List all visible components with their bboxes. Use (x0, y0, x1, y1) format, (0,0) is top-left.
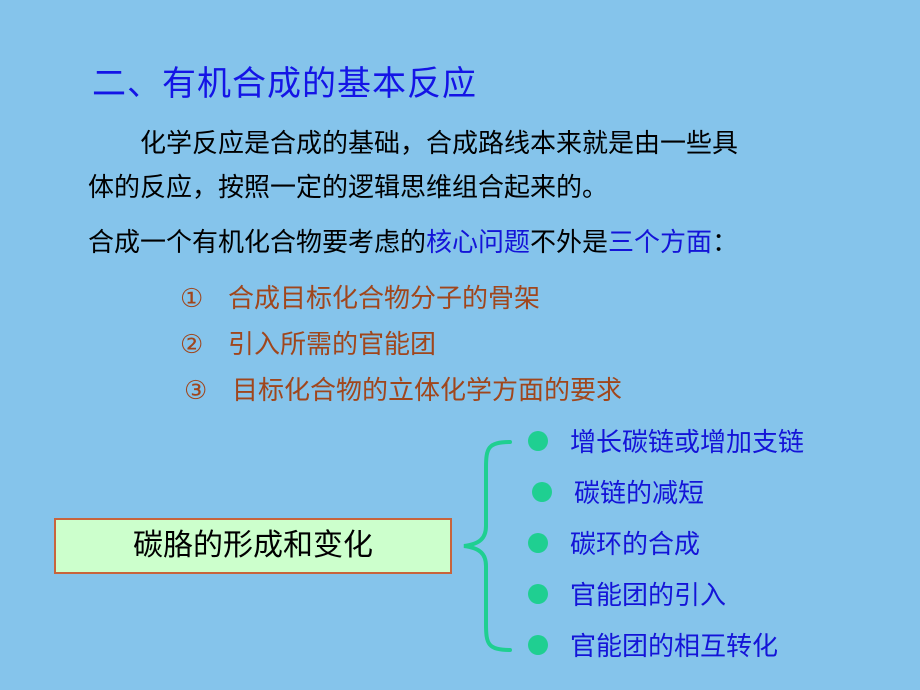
intro-paragraph: 化学反应是合成的基础，合成路线本来就是由一些具 体的反应，按照一定的逻辑思维组合… (88, 122, 868, 210)
bullet-dot-icon (528, 634, 548, 655)
list-item-text: 官能团的引入 (570, 581, 727, 611)
curly-brace-icon (463, 440, 512, 652)
list-item: 增长碳链或增加支链 (528, 418, 804, 469)
list-item: 碳链的减短 (528, 469, 804, 520)
core-statement: 合成一个有机化合物要考虑的核心问题不外是三个方面： (88, 222, 738, 259)
bullet-dot-icon (528, 583, 548, 604)
aspect-number: ② (180, 330, 204, 360)
core-highlight-aspects: 三个方面 (608, 228, 713, 258)
bullet-dot-icon (528, 532, 548, 553)
list-item: 官能团的相互转化 (528, 622, 804, 673)
aspect-item: ② 引入所需的官能团 (180, 322, 622, 368)
list-item: 碳环的合成 (528, 520, 804, 571)
aspect-number: ① (180, 284, 204, 314)
list-item-text: 碳环的合成 (570, 530, 701, 560)
aspect-text: 合成目标化合物分子的骨架 (228, 284, 541, 314)
bullet-dot-icon (532, 481, 552, 502)
paragraph-line-2: 体的反应，按照一定的逻辑思维组合起来的。 (88, 173, 609, 203)
bullet-dot-icon (528, 430, 548, 451)
core-highlight-problem: 核心问题 (426, 228, 531, 258)
core-prefix: 合成一个有机化合物要考虑的 (88, 228, 427, 258)
list-item-text: 碳链的减短 (574, 479, 705, 509)
paragraph-line-1: 化学反应是合成的基础，合成路线本来就是由一些具 (140, 129, 739, 159)
aspect-number: ③ (184, 376, 208, 406)
list-item: 官能团的引入 (528, 571, 804, 622)
aspect-text: 目标化合物的立体化学方面的要求 (232, 376, 623, 406)
list-item-text: 增长碳链或增加支链 (570, 428, 805, 458)
aspect-item: ① 合成目标化合物分子的骨架 (180, 276, 622, 322)
carbon-changes-list: 增长碳链或增加支链 碳链的减短 碳环的合成 官能团的引入 官能团的相互转化 (528, 418, 804, 673)
aspect-text: 引入所需的官能团 (228, 330, 437, 360)
core-suffix: ： (712, 228, 739, 258)
slide-title: 二、有机合成的基本反应 (92, 64, 477, 104)
aspects-list: ① 合成目标化合物分子的骨架 ② 引入所需的官能团 ③ 目标化合物的立体化学方面的要求 (180, 276, 622, 414)
list-item-text: 官能团的相互转化 (570, 632, 779, 662)
carbon-skeleton-box: 碳胳的形成和变化 (54, 518, 452, 574)
core-middle: 不外是 (530, 228, 609, 258)
aspect-item: ③ 目标化合物的立体化学方面的要求 (180, 368, 622, 414)
